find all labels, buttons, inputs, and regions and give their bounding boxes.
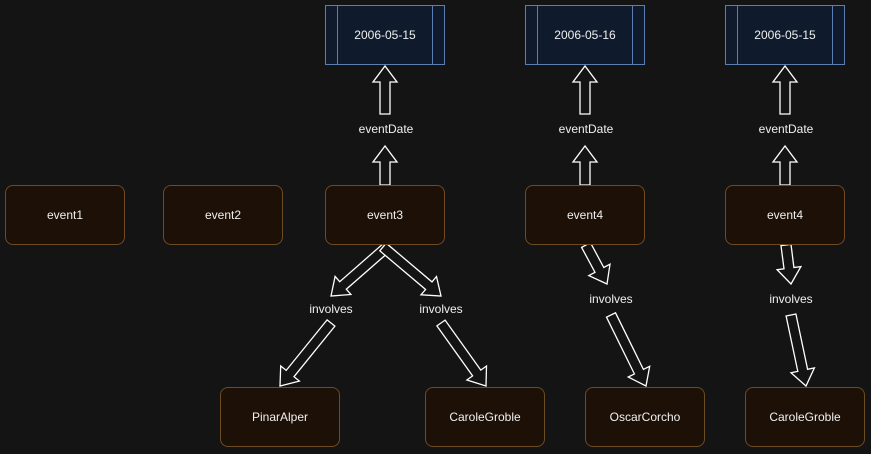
person-node-2-label: CaroleGroble	[449, 410, 521, 424]
event-node-1[interactable]: event1	[5, 185, 125, 245]
person-node-2[interactable]: CaroleGroble	[425, 387, 545, 447]
event-node-2[interactable]: event2	[163, 185, 283, 245]
edge-label-event-date-3: eventDate	[755, 122, 817, 136]
event-node-2-label: event2	[204, 208, 242, 222]
involves-arrow-1-lower[interactable]	[279, 318, 336, 387]
edge-label-involves-3: involves	[586, 292, 636, 306]
person-node-4[interactable]: CaroleGroble	[745, 387, 865, 447]
involves-arrow-3-lower[interactable]	[605, 311, 651, 387]
date-node-3-label: 2006-05-15	[754, 28, 816, 42]
event-date-arrow-3-lower[interactable]	[771, 144, 799, 186]
involves-arrow-4-lower[interactable]	[785, 313, 816, 388]
date-node-1-label: 2006-05-15	[354, 28, 416, 42]
person-node-3[interactable]: OscarCorcho	[585, 387, 705, 447]
involves-arrow-1-upper[interactable]	[330, 242, 392, 297]
involves-arrow-2-upper[interactable]	[378, 242, 442, 297]
edge-label-event-date-1: eventDate	[355, 122, 417, 136]
event-node-4a[interactable]: event4	[525, 185, 645, 245]
person-node-4-label: CaroleGroble	[769, 410, 841, 424]
event-date-arrow-2-upper[interactable]	[571, 64, 599, 115]
involves-arrow-4-upper[interactable]	[775, 243, 803, 286]
date-node-1[interactable]: 2006-05-15	[325, 5, 445, 65]
event-node-4b[interactable]: event4	[725, 185, 845, 245]
event-date-arrow-3-upper[interactable]	[771, 64, 799, 115]
date-node-2-label: 2006-05-16	[554, 28, 616, 42]
date-node-2[interactable]: 2006-05-16	[525, 5, 645, 65]
event-node-1-label: event1	[46, 208, 84, 222]
edge-label-involves-4: involves	[766, 292, 816, 306]
edge-label-involves-1: involves	[306, 302, 356, 316]
date-node-3[interactable]: 2006-05-15	[725, 5, 845, 65]
edge-label-involves-2: involves	[416, 302, 466, 316]
involves-arrow-3-upper[interactable]	[580, 241, 611, 285]
involves-arrow-2-lower[interactable]	[435, 319, 488, 387]
person-node-1[interactable]: PinarAlper	[220, 387, 340, 447]
person-node-1-label: PinarAlper	[251, 410, 309, 424]
event-date-arrow-1-lower[interactable]	[371, 144, 399, 186]
event-node-3-label: event3	[366, 208, 404, 222]
edge-label-event-date-2: eventDate	[555, 122, 617, 136]
event-date-arrow-1-upper[interactable]	[371, 64, 399, 115]
event-node-3[interactable]: event3	[325, 185, 445, 245]
event-node-4a-label: event4	[566, 208, 604, 222]
person-node-3-label: OscarCorcho	[609, 410, 681, 424]
event-node-4b-label: event4	[766, 208, 804, 222]
event-date-arrow-2-lower[interactable]	[571, 144, 599, 186]
